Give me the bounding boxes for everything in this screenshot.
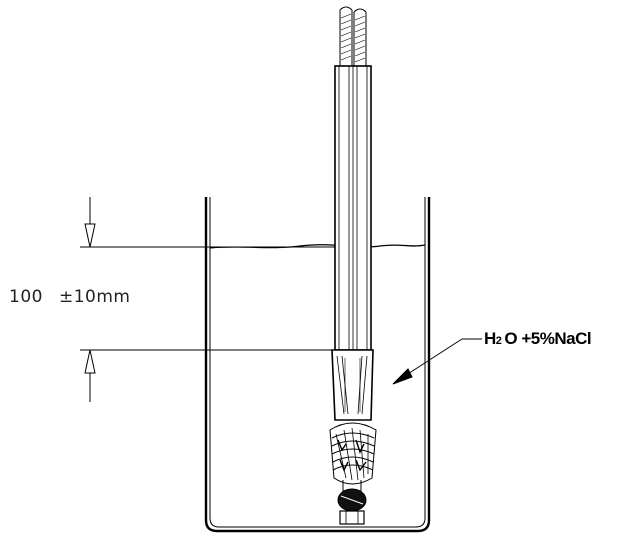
- solution-leader-arrow: [392, 338, 482, 385]
- water-surface: [209, 244, 426, 249]
- cable-strands: [339, 6, 367, 66]
- beaker-outline: [204, 197, 431, 533]
- solution-element: H: [484, 329, 496, 348]
- solution-rest: O +5%NaCl: [504, 329, 592, 348]
- connector-sleeve: [331, 349, 374, 421]
- cable-sheath: [334, 65, 372, 351]
- dimension-arrow-top-head: [84, 223, 96, 248]
- beaker-inner-outline: [209, 197, 426, 528]
- crimped-wire-section: [329, 422, 377, 485]
- immersion-depth-label: 100 ±10mm: [9, 287, 130, 307]
- solution-subscript: 2: [495, 335, 502, 347]
- immersion-depth-value: 100: [9, 287, 43, 307]
- immersion-depth-tolerance: ±10mm: [58, 287, 131, 307]
- probe-end: [337, 480, 367, 525]
- dimension-arrow-bottom-head: [84, 349, 96, 374]
